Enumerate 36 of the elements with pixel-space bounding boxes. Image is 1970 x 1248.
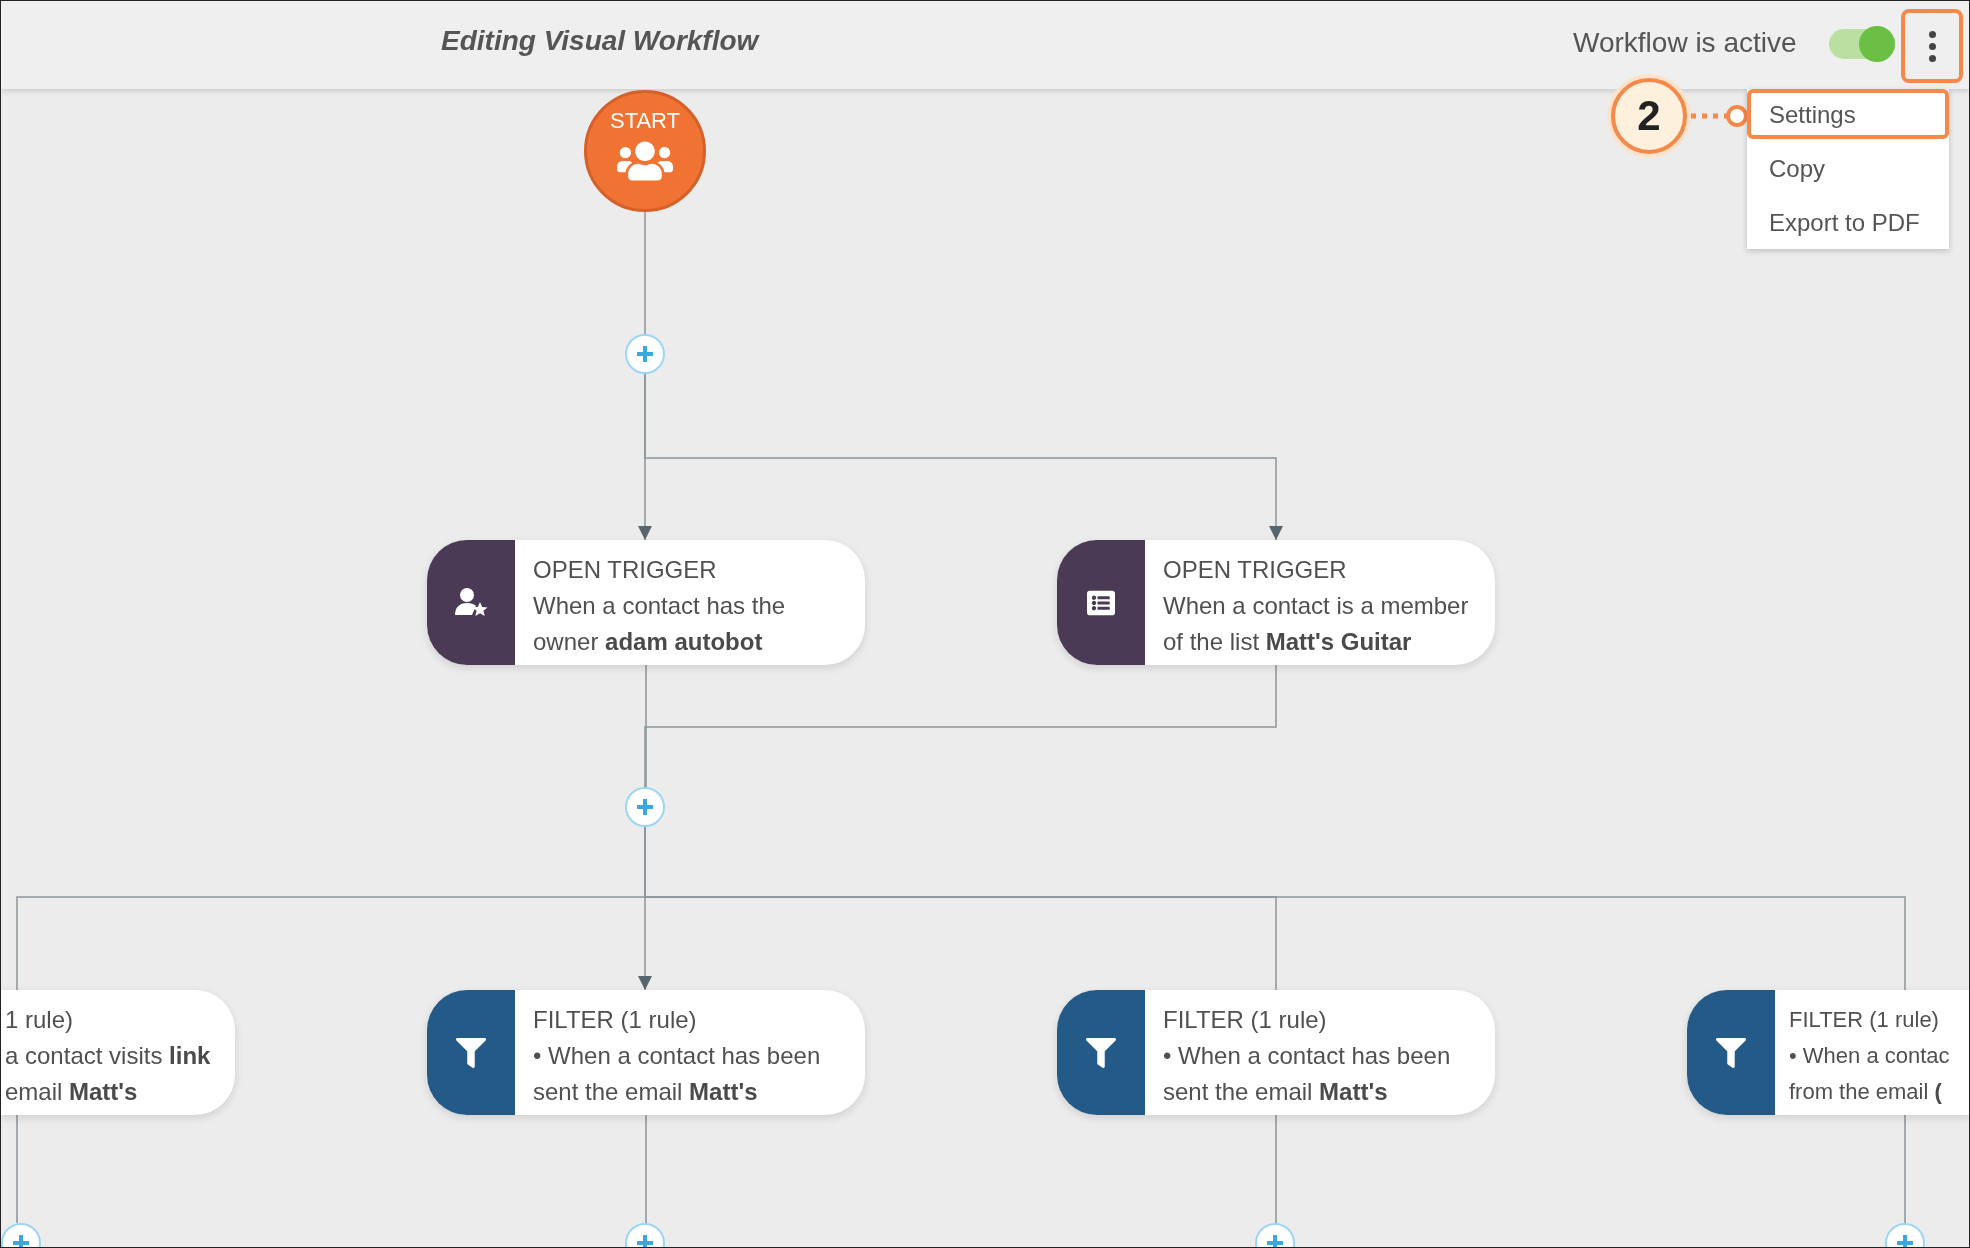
page-title: Editing Visual Workflow (441, 25, 759, 57)
connector (644, 211, 646, 335)
connector (1904, 1114, 1906, 1224)
connector (1275, 1114, 1277, 1224)
connector (645, 1114, 647, 1224)
menu-item: Copy (1769, 155, 1826, 183)
step-description: When a contact is a member of the list Matt's Guitar (1163, 591, 1470, 657)
step-title: 1 rule) (5, 1005, 75, 1035)
step-title: FILTER (1 rule) (1163, 1005, 1328, 1035)
callout-number: 2 (1611, 78, 1687, 154)
trigger-step-card (1057, 540, 1495, 665)
step-description: • When a contac from the email ( (1789, 1042, 1951, 1106)
filter-step-card (1057, 990, 1495, 1115)
step-description: • When a contact has been sent the email Matt's (533, 1041, 822, 1107)
connector (645, 664, 647, 788)
filter-step-card (1, 990, 235, 1115)
leader-line (1691, 105, 1748, 127)
add-step-button (625, 787, 665, 827)
step-description: a contact visits link email Matt's (5, 1041, 212, 1107)
connector (644, 373, 1283, 541)
filter-step-card (1687, 990, 1969, 1115)
trigger-step-card (427, 540, 865, 665)
add-step-button (625, 334, 665, 374)
connector (16, 1114, 18, 1224)
step-title: OPEN TRIGGER (1163, 555, 1348, 585)
step-title: FILTER (1 rule) (533, 1005, 698, 1035)
settings-menu-item: Settings (1747, 89, 1949, 139)
step-description: • When a contact has been sent the email Matt's (1163, 1041, 1452, 1107)
connector (644, 664, 1277, 788)
step-description: When a contact has the owner adam autobot (533, 591, 787, 657)
filter-step-card (427, 990, 865, 1115)
status-label: Workflow is active (1573, 27, 1797, 59)
step-title: OPEN TRIGGER (533, 555, 718, 585)
menu-item: Export to PDF (1769, 209, 1920, 237)
step-title: FILTER (1 rule) (1789, 1006, 1940, 1034)
start-label: START (609, 109, 681, 133)
